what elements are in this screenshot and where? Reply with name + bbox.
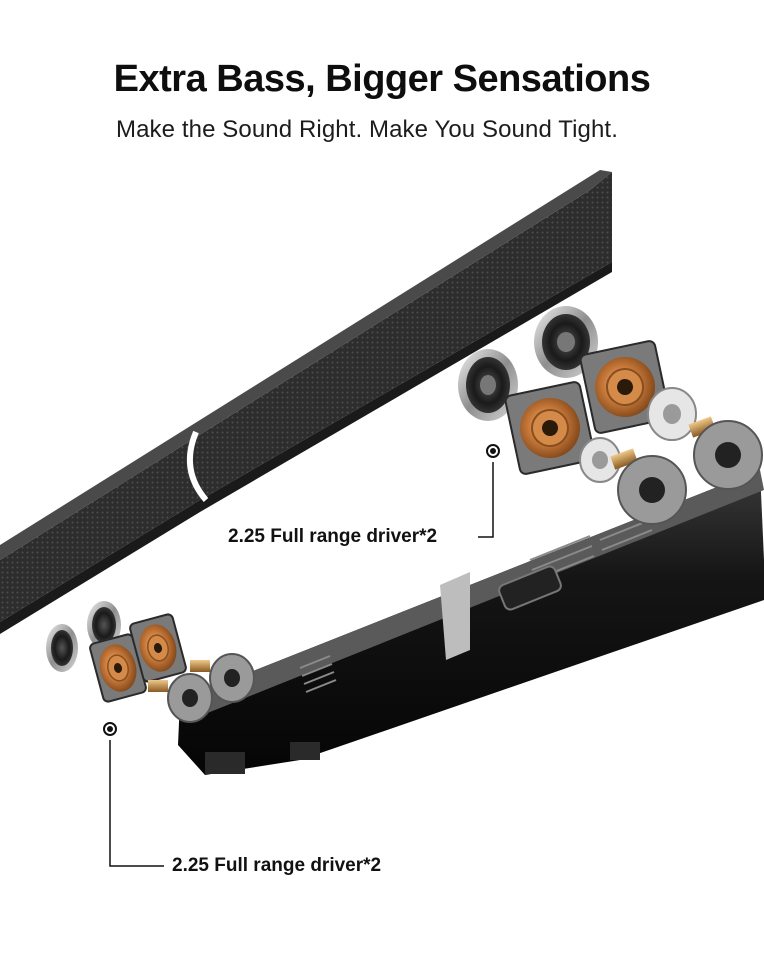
lower-driver-cluster xyxy=(46,601,255,723)
callout-label-upper: 2.25 Full range driver*2 xyxy=(228,526,438,547)
upper-driver-cluster xyxy=(458,306,763,525)
callout-label-lower: 2.25 Full range driver*2 xyxy=(172,855,382,876)
subheadline: Make the Sound Right. Make You Sound Tig… xyxy=(116,116,618,143)
callout-marker-upper xyxy=(478,444,500,538)
grille-cover xyxy=(0,170,612,634)
headline: Extra Bass, Bigger Sensations xyxy=(113,58,651,100)
callout-marker-lower xyxy=(103,722,164,867)
soundbar-body xyxy=(178,470,764,775)
